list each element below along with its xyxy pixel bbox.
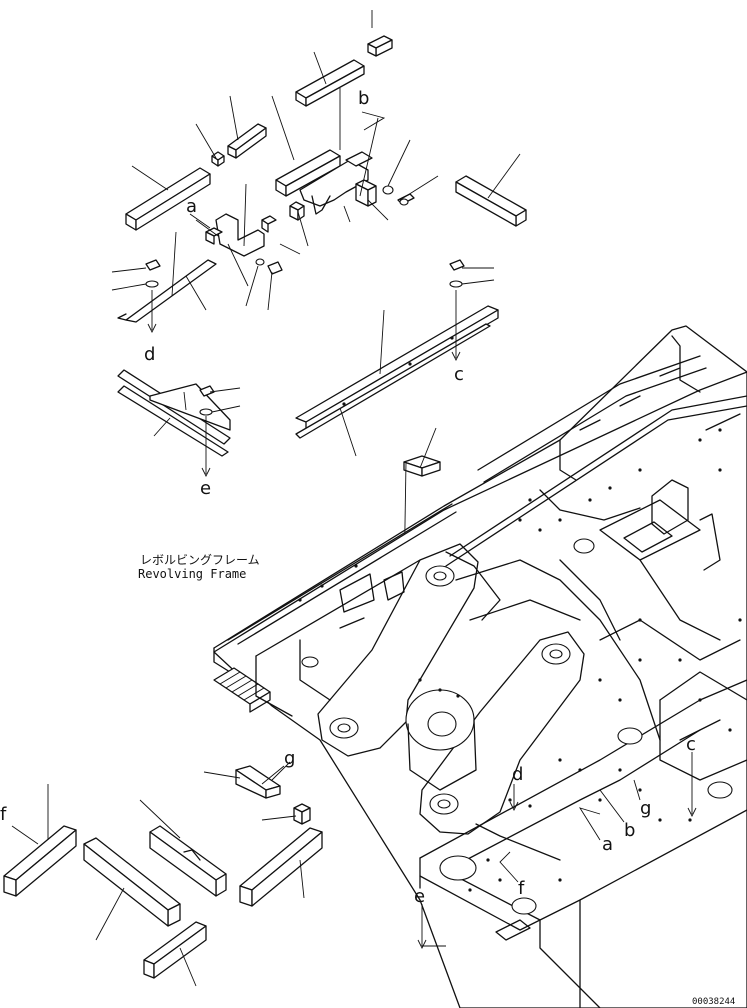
part-block xyxy=(289,201,305,221)
callout-labels-upper: a b c d e xyxy=(144,88,464,499)
callout-arrows-lower xyxy=(417,752,697,950)
part-bolt xyxy=(449,259,465,288)
part-wedge xyxy=(235,765,281,799)
frame-caption: レボルビングフレーム Revolving Frame xyxy=(138,553,260,581)
parts-cluster-lower: f g xyxy=(0,748,323,987)
revolving-frame-assembly: d c a b g f e xyxy=(213,325,747,1008)
part-block xyxy=(367,35,393,57)
part-bar xyxy=(455,175,527,227)
part-angle xyxy=(403,455,441,477)
part-bracket xyxy=(299,151,373,215)
callout-a-frame: a xyxy=(602,834,613,855)
part-bar xyxy=(125,167,211,231)
part-bar xyxy=(83,837,181,927)
part-bolt xyxy=(145,258,283,288)
diagram-id: 00038244 xyxy=(692,997,735,1007)
callout-arrows-upper xyxy=(147,111,461,478)
part-bar-notched xyxy=(149,825,227,897)
callout-c: c xyxy=(454,364,464,385)
callout-d-frame: d xyxy=(512,764,523,785)
part-bar xyxy=(295,59,365,107)
part-block xyxy=(211,151,225,167)
callout-e-frame: e xyxy=(414,886,425,907)
caption-jp: レボルビングフレーム xyxy=(140,553,260,567)
frame-holes xyxy=(298,428,742,892)
part-block xyxy=(355,179,377,207)
callout-d: d xyxy=(144,344,155,365)
caption-en: Revolving Frame xyxy=(138,567,246,581)
callout-g-frame: g xyxy=(640,798,651,819)
part-bar xyxy=(239,827,323,907)
callout-e: e xyxy=(200,478,211,499)
callout-c-frame: c xyxy=(686,734,696,755)
part-bar xyxy=(143,921,207,979)
part-block xyxy=(293,803,311,825)
part-bolt xyxy=(382,185,415,206)
leader-lines-lower xyxy=(11,761,305,987)
callout-b: b xyxy=(358,88,369,109)
parts-cluster-upper: a b c d e xyxy=(111,10,527,587)
callout-f: f xyxy=(0,804,7,825)
callout-f-frame: f xyxy=(518,878,525,899)
part-bar xyxy=(3,825,77,897)
part-plate xyxy=(117,259,217,323)
callout-b-frame: b xyxy=(624,820,635,841)
callout-g: g xyxy=(284,748,295,769)
callout-a: a xyxy=(186,196,197,217)
part-plate-double xyxy=(117,369,231,457)
part-plate-long xyxy=(295,305,499,439)
callout-labels-lower: d c a b g f e xyxy=(414,734,696,907)
part-bar xyxy=(227,123,267,159)
